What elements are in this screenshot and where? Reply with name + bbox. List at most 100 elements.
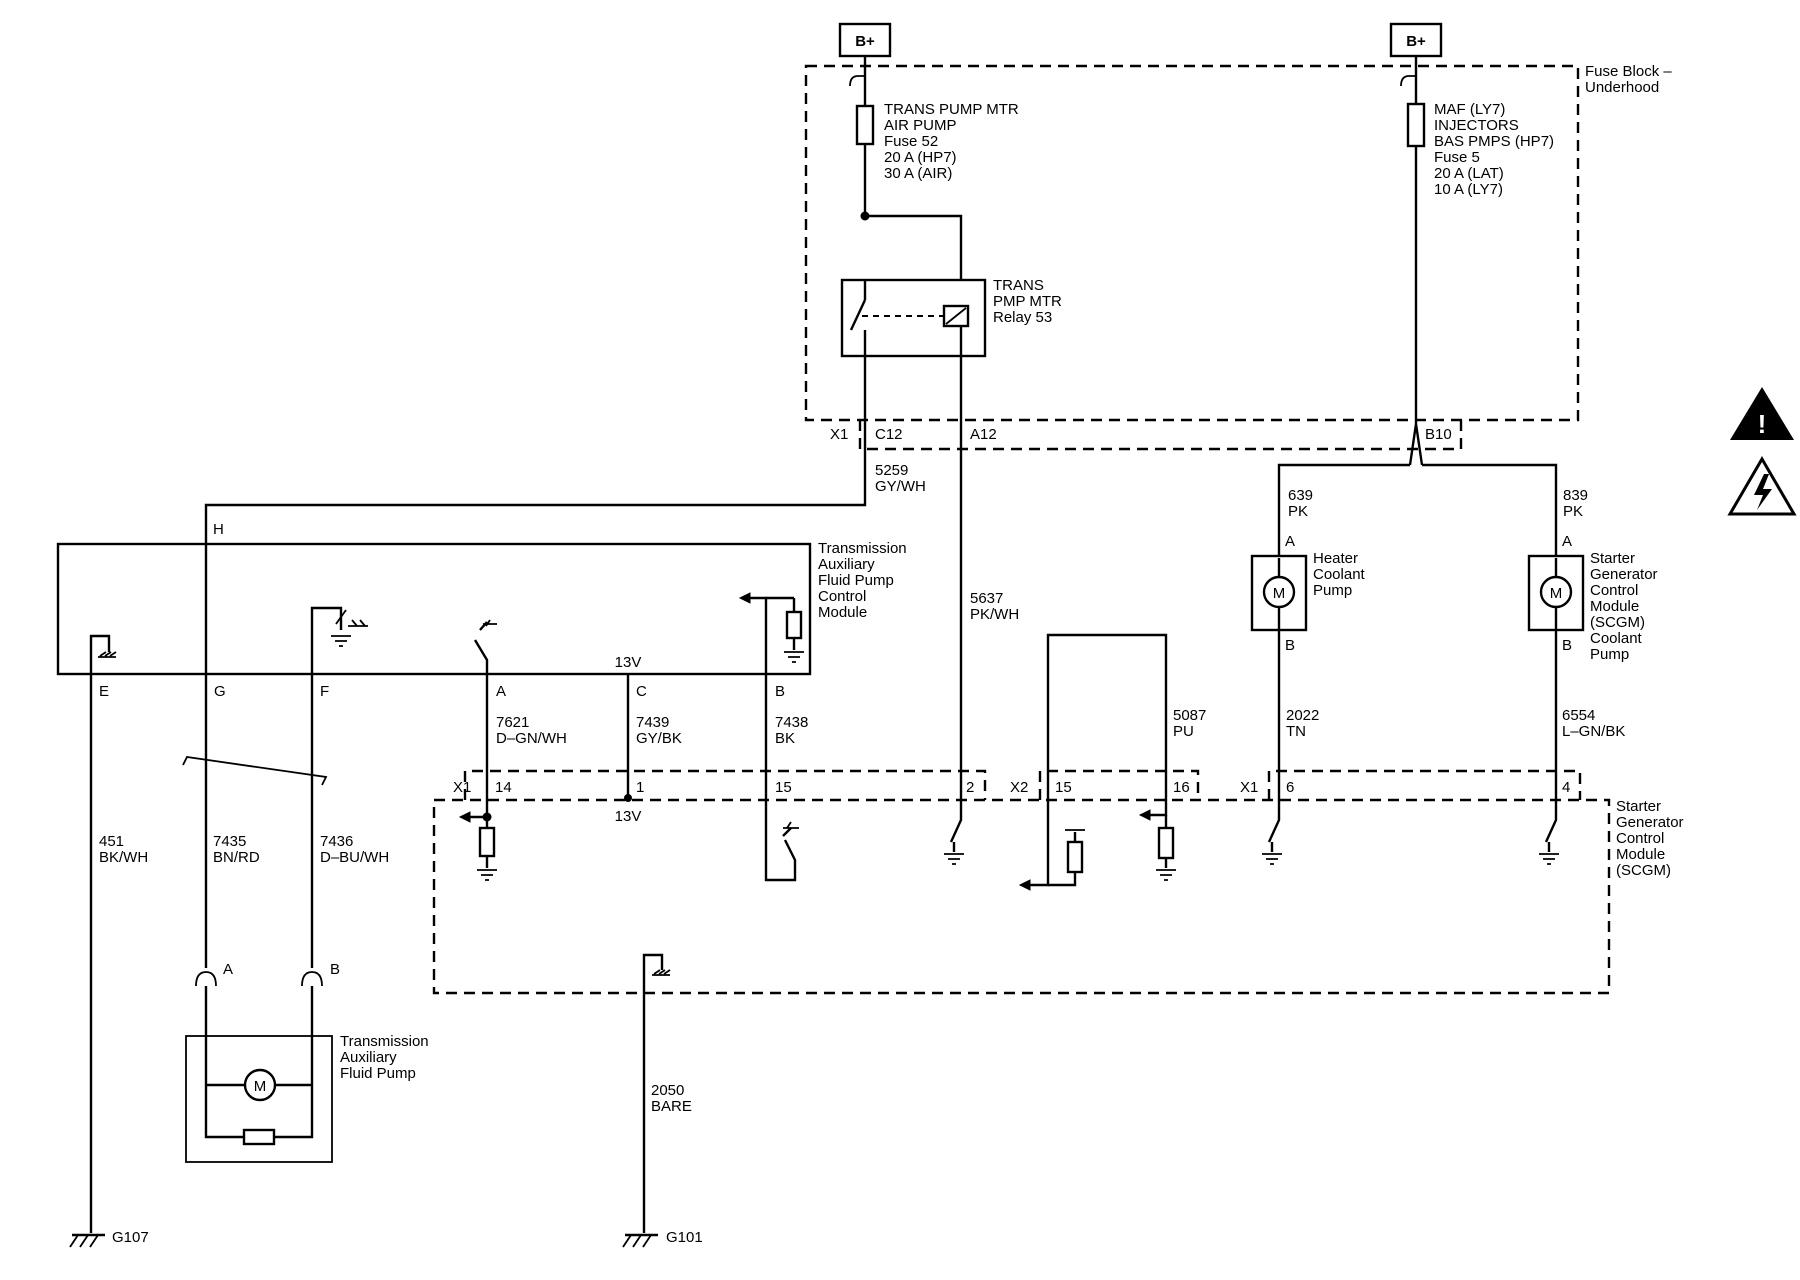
- svg-text:PU: PU: [1173, 723, 1194, 740]
- svg-text:Pump: Pump: [1313, 582, 1352, 599]
- svg-text:451: 451: [99, 833, 124, 850]
- tafp-control-module: [56, 542, 812, 676]
- scgm-x2: X2: [1010, 779, 1028, 796]
- wire-5087-label: 5087 PU: [1173, 707, 1206, 740]
- pin-a: A: [496, 683, 506, 700]
- fuse-block-label: Fuse Block – Underhood: [1585, 63, 1672, 96]
- svg-text:7439: 7439: [636, 714, 669, 731]
- svg-text:7621: 7621: [496, 714, 529, 731]
- pin-c: C: [636, 683, 647, 700]
- svg-text:Module: Module: [1590, 598, 1639, 615]
- relay-53-label: TRANS PMP MTR Relay 53: [993, 277, 1062, 326]
- svg-text:5637: 5637: [970, 590, 1003, 607]
- svg-text:7438: 7438: [775, 714, 808, 731]
- pin-c12: C12: [875, 426, 903, 443]
- ground-g107: G107: [69, 1229, 149, 1248]
- heater-pump-pin-b: B: [1285, 637, 1295, 654]
- wire-7621-label: 7621 D–GN/WH: [496, 714, 567, 747]
- svg-text:Relay 53: Relay 53: [993, 309, 1052, 326]
- svg-text:7435: 7435: [213, 833, 246, 850]
- scgm-pin-14: 14: [495, 779, 512, 796]
- heater-pump-pin-a: A: [1285, 533, 1295, 550]
- svg-text:BK: BK: [775, 730, 795, 747]
- wire-5637-label: 5637 PK/WH: [970, 590, 1019, 623]
- svg-text:2050: 2050: [651, 1082, 684, 1099]
- svg-text:Module: Module: [1616, 846, 1665, 863]
- wire-7436-label: 7436 D–BU/WH: [320, 833, 389, 866]
- svg-text:Fuse 52: Fuse 52: [884, 133, 938, 150]
- svg-text:20 A (HP7): 20 A (HP7): [884, 149, 957, 166]
- pin-f: F: [320, 683, 329, 700]
- svg-text:!: !: [1758, 409, 1767, 439]
- svg-text:D–BU/WH: D–BU/WH: [320, 849, 389, 866]
- svg-text:Control: Control: [1590, 582, 1638, 599]
- fuse-52-label: TRANS PUMP MTR AIR PUMP Fuse 52 20 A (HP…: [884, 101, 1019, 182]
- svg-text:MAF (LY7): MAF (LY7): [1434, 101, 1505, 118]
- svg-text:20 A (LAT): 20 A (LAT): [1434, 165, 1504, 182]
- wire-5259-label: 5259 GY/WH: [875, 462, 926, 495]
- svg-text:5087: 5087: [1173, 707, 1206, 724]
- scgm-label: Starter Generator Control Module (SCGM): [1616, 798, 1684, 879]
- heater-pump-label: Heater Coolant Pump: [1313, 550, 1366, 599]
- b-plus-right: B+: [1389, 22, 1443, 58]
- svg-text:10 A (LY7): 10 A (LY7): [1434, 181, 1503, 198]
- svg-text:7436: 7436: [320, 833, 353, 850]
- pin-h: H: [213, 521, 224, 538]
- pin-b10: B10: [1425, 426, 1452, 443]
- svg-text:TRANS PUMP MTR: TRANS PUMP MTR: [884, 101, 1019, 118]
- svg-text:(SCGM): (SCGM): [1616, 862, 1671, 879]
- ground-g101: G101: [622, 1229, 703, 1248]
- svg-text:2022: 2022: [1286, 707, 1319, 724]
- wire-5087: [1046, 633, 1168, 805]
- wire-451-label: 451 BK/WH: [99, 833, 148, 866]
- svg-text:B+: B+: [855, 33, 875, 50]
- svg-text:Fuse 5: Fuse 5: [1434, 149, 1480, 166]
- scgm-x1-right: X1: [1240, 779, 1258, 796]
- fuse-52: [855, 104, 875, 146]
- wire-7435-label: 7435 BN/RD: [213, 833, 260, 866]
- pin-a12: A12: [970, 426, 997, 443]
- svg-text:Fuse Block –: Fuse Block –: [1585, 63, 1672, 80]
- svg-text:G101: G101: [666, 1229, 703, 1246]
- pin-g: G: [214, 683, 226, 700]
- scgm-voltage: 13V: [615, 808, 642, 825]
- heater-pump-motor-icon: M: [1273, 585, 1286, 602]
- svg-text:(SCGM): (SCGM): [1590, 614, 1645, 631]
- b-plus-left: B+: [838, 22, 892, 58]
- scgm-x1-left: X1: [453, 779, 471, 796]
- aux-pump-motor-icon: M: [254, 1078, 267, 1095]
- svg-text:Starter: Starter: [1616, 798, 1661, 815]
- connector-x1-top: X1: [830, 426, 848, 443]
- scgm-pin-1: 1: [636, 779, 644, 796]
- scgm-x2-pin-15: 15: [1055, 779, 1072, 796]
- svg-text:Transmission: Transmission: [818, 540, 907, 557]
- svg-text:Starter: Starter: [1590, 550, 1635, 567]
- svg-text:839: 839: [1563, 487, 1588, 504]
- svg-text:GY/WH: GY/WH: [875, 478, 926, 495]
- svg-text:6554: 6554: [1562, 707, 1595, 724]
- svg-text:Heater: Heater: [1313, 550, 1358, 567]
- svg-text:639: 639: [1288, 487, 1313, 504]
- svg-text:PMP MTR: PMP MTR: [993, 293, 1062, 310]
- svg-text:Fluid Pump: Fluid Pump: [340, 1065, 416, 1082]
- pin-b: B: [775, 683, 785, 700]
- scgm-pin-2: 2: [966, 779, 974, 796]
- wire-839-label: 839 PK: [1563, 487, 1588, 520]
- svg-text:Coolant: Coolant: [1590, 630, 1643, 647]
- svg-text:GY/BK: GY/BK: [636, 730, 682, 747]
- svg-text:PK/WH: PK/WH: [970, 606, 1019, 623]
- pin-e: E: [99, 683, 109, 700]
- caution-icon: !: [1730, 387, 1794, 440]
- svg-text:Generator: Generator: [1616, 814, 1684, 831]
- scgm-pin-15: 15: [775, 779, 792, 796]
- wire-7438-label: 7438 BK: [775, 714, 808, 747]
- wire-2022-label: 2022 TN: [1286, 707, 1319, 740]
- svg-text:Auxiliary: Auxiliary: [340, 1049, 397, 1066]
- aux-pump-pin-b: B: [330, 961, 340, 978]
- svg-text:Coolant: Coolant: [1313, 566, 1366, 583]
- svg-text:D–GN/WH: D–GN/WH: [496, 730, 567, 747]
- wire-639-label: 639 PK: [1288, 487, 1313, 520]
- svg-text:BK/WH: BK/WH: [99, 849, 148, 866]
- svg-text:PK: PK: [1563, 503, 1583, 520]
